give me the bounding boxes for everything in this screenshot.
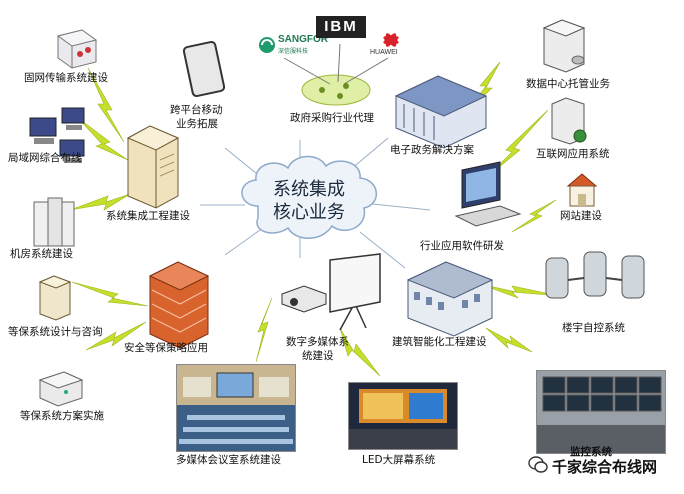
software-monitor-icon (454, 161, 522, 227)
cross-platform-label-1: 跨平台移动 (170, 104, 223, 116)
huawei-petals-icon (383, 33, 399, 47)
security-policy-label: 安全等保策略应用 (124, 342, 208, 354)
multimedia-label-2: 统建设 (302, 350, 334, 362)
internet-app-label: 互联网应用系统 (536, 148, 610, 160)
conference-room-graphic (177, 365, 295, 451)
smart-building-label: 建筑智能化工程建设 (392, 336, 487, 348)
monitoring-wall-photo (536, 370, 666, 454)
ibm-logo: IBM (316, 16, 366, 38)
lan-computers-icon (29, 107, 85, 163)
fixed-network-label: 固网传输系统建设 (24, 72, 108, 84)
egov-label: 电子政务解决方案 (390, 144, 474, 156)
integration-server-icon (126, 125, 180, 209)
sangfor-subtext: 深信服科技 (278, 49, 309, 55)
website-house-icon (566, 173, 598, 207)
turnstiles-icon (545, 251, 645, 299)
industry-software-label: 行业应用软件研发 (420, 240, 504, 252)
grade-impl-label: 等保系统方案实施 (20, 410, 104, 422)
conference-label: 多媒体会议室系统建设 (176, 454, 281, 466)
website-label: 网站建设 (560, 210, 602, 222)
core-line-1: 系统集成 (273, 179, 345, 200)
led-screen-label: LED大屏幕系统 (362, 454, 436, 466)
sangfor-wordmark: SANGFOR (278, 34, 328, 45)
system-integration-label: 系统集成工程建设 (106, 210, 190, 222)
monitoring-wall-graphic (537, 371, 665, 453)
core-business-label: 系统集成 核心业务 (244, 178, 374, 224)
core-cloud (241, 155, 377, 239)
lan-cabling-label: 局域网综合布线 (8, 152, 82, 164)
tablet-icon (182, 40, 226, 98)
projector-icon (281, 285, 327, 313)
conference-room-photo (176, 364, 296, 452)
grade-design-label: 等保系统设计与咨询 (8, 326, 103, 338)
grade-design-server-icon (38, 275, 72, 321)
monitoring-label: 监控系统 (570, 446, 612, 458)
multimedia-label-1: 数字多媒体系 (286, 336, 349, 348)
egov-building-icon (394, 75, 488, 149)
building-control-label: 楼宇自控系统 (562, 322, 625, 334)
grade-impl-device-icon (38, 371, 84, 407)
fixed-network-device-icon (56, 29, 98, 69)
huawei-wordmark: HUAWEI (370, 49, 398, 56)
smart-building-icon (406, 261, 494, 337)
ibm-wordmark: IBM (324, 18, 358, 35)
procurement-network-icon (283, 43, 389, 106)
wechat-icon (528, 456, 548, 473)
machine-room-racks-icon (33, 197, 75, 247)
machine-room-label: 机房系统建设 (10, 248, 73, 260)
internet-server-icon (551, 97, 587, 145)
firewall-icon (148, 261, 210, 349)
data-center-label: 数据中心托管业务 (526, 78, 610, 90)
core-line-2: 核心业务 (273, 202, 345, 223)
led-screen-graphic (349, 383, 457, 449)
data-center-server-icon (542, 19, 586, 73)
connector-bolts (69, 61, 561, 377)
cross-platform-label-2: 业务拓展 (176, 118, 218, 130)
gov-procurement-label: 政府采购行业代理 (290, 112, 374, 124)
led-screen-photo (348, 382, 458, 450)
sangfor-mark-icon (259, 37, 275, 53)
projection-screen-icon (329, 253, 381, 331)
watermark-text: 千家综合布线网 (552, 458, 658, 476)
